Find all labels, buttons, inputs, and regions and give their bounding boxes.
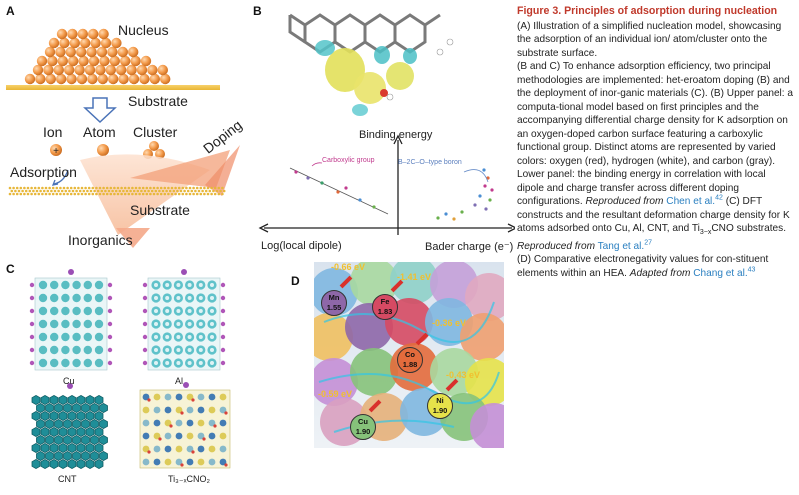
carboxylic-group-label: Carboxylic group	[322, 157, 375, 164]
molecule-model	[288, 13, 441, 54]
panel-a-illustration: +	[6, 28, 240, 248]
bader-charge-label: Bader charge (e⁻)	[425, 241, 514, 253]
caption-part-a: (A) Illustration of a simplified nucleat…	[517, 20, 782, 59]
cnt-label: CNT	[58, 474, 77, 484]
ion-label: Ion	[43, 124, 63, 140]
substrate-bar	[6, 85, 220, 90]
cluster-label: Cluster	[133, 124, 178, 140]
ref-43[interactable]: 43	[747, 266, 756, 274]
ti-structure	[139, 382, 231, 469]
atom-ball	[97, 144, 109, 156]
al-label: Al	[175, 376, 184, 386]
element-symbol: Cu	[358, 417, 368, 426]
charge-density-lobes	[315, 40, 417, 116]
panel-b-figure	[258, 13, 515, 235]
energy-label-4: -0.43 eV	[446, 370, 481, 380]
right-scatter	[436, 168, 494, 221]
svg-text:+: +	[53, 146, 59, 157]
energy-label-1: -0.66 eV	[331, 262, 366, 272]
panel-a-letter: A	[6, 4, 15, 18]
element-symbol: Fe	[380, 297, 390, 306]
energy-label-5: -0.59 eV	[318, 389, 353, 399]
adsorption-arrow-icon	[53, 169, 69, 185]
panel-c-letter: C	[6, 262, 15, 276]
element-electronegativity: 1.90	[355, 427, 371, 436]
substrate-top-label: Substrate	[128, 93, 188, 109]
binding-energy-label: Binding energy	[359, 129, 433, 141]
substrate-bottom-label: Substrate	[130, 202, 190, 218]
inorganics-arrow-icon	[116, 228, 150, 248]
panel-b-letter: B	[253, 4, 262, 18]
substrate-dots	[8, 186, 226, 196]
cyan-swirls	[318, 301, 500, 433]
citation-chen[interactable]: Chen et al.	[666, 196, 716, 207]
nucleus-label: Nucleus	[118, 22, 169, 38]
figure-caption: Figure 3. Principles of adsorption durin…	[517, 5, 795, 280]
ion-ball	[50, 144, 62, 156]
ref-42[interactable]: 42	[715, 194, 723, 202]
panel-d-hea	[314, 262, 504, 448]
al-structure	[142, 269, 226, 371]
caption-part-d: (D) Comparative electronegativity values…	[517, 254, 769, 279]
atom-label: Atom	[83, 124, 116, 140]
panel-c-structures	[29, 269, 231, 470]
left-scatter	[294, 170, 376, 209]
energy-label-3: -0.36 eV	[432, 318, 467, 328]
log-dipole-label: Log(local dipole)	[261, 240, 342, 252]
inorganics-label: Inorganics	[68, 232, 133, 248]
boron-type-label: B–2C–O–type boron	[398, 159, 462, 166]
element-electronegativity: 1.90	[432, 406, 448, 415]
caption-title: Figure 3. Principles of adsorption durin…	[517, 5, 778, 17]
nucleus-pile	[24, 28, 171, 85]
element-symbol: Ni	[436, 396, 444, 405]
panel-d-letter: D	[291, 274, 300, 288]
ref-27[interactable]: 27	[644, 239, 652, 247]
caption-part-bc: (B and C) To enhance adsorption efficien…	[517, 61, 794, 252]
element-electronegativity: 1.83	[377, 307, 393, 316]
adsorption-label: Adsorption	[10, 164, 77, 180]
element-symbol: Mn	[328, 293, 340, 302]
element-symbol: Co	[405, 350, 415, 359]
cu-structure	[29, 269, 113, 371]
cu-label: Cu	[63, 376, 75, 386]
hea-spheres	[314, 262, 504, 448]
citation-chang[interactable]: Chang et al.	[693, 267, 748, 279]
down-arrow-icon	[83, 97, 117, 124]
element-electronegativity: 1.55	[326, 303, 342, 312]
ti-label: Ti₃₋ₓCNO₂	[168, 474, 211, 484]
element-electronegativity: 1.88	[402, 360, 418, 369]
energy-label-2: -1.41 eV	[397, 272, 432, 282]
citation-tang[interactable]: Tang et al.	[597, 240, 645, 252]
cnt-structure	[31, 383, 108, 470]
